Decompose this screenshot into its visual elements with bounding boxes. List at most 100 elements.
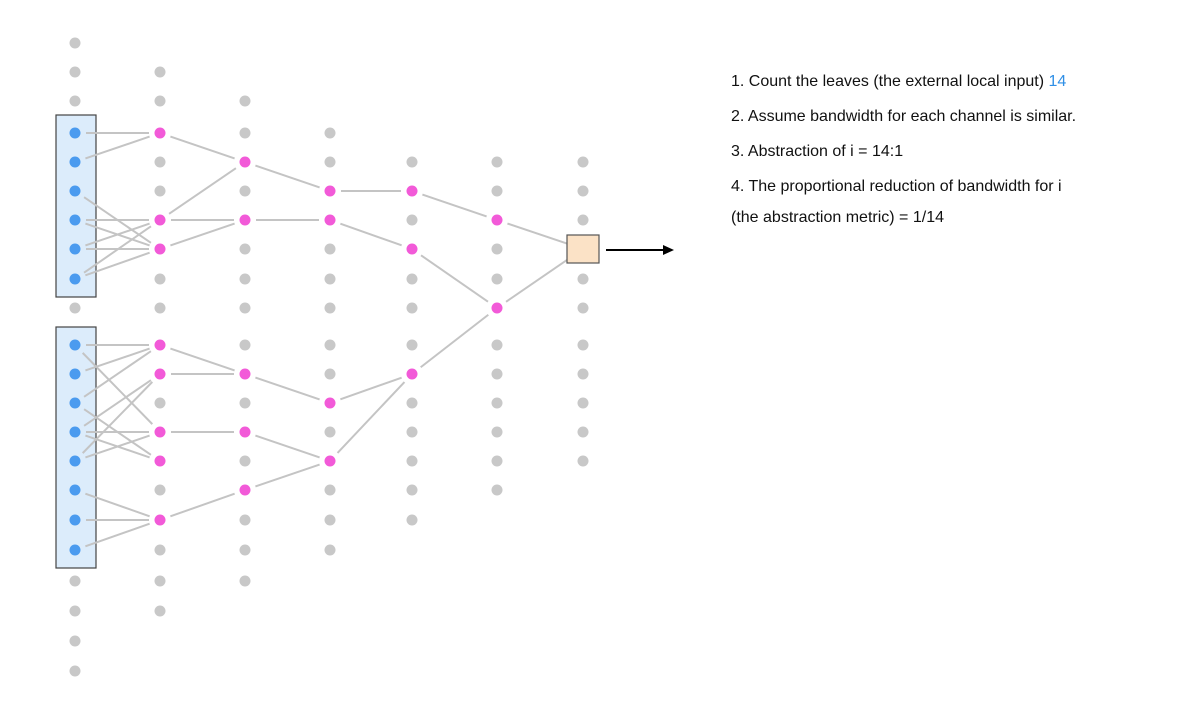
leaf-node	[69, 484, 81, 496]
note-4: 4. The proportional reduction of bandwid…	[731, 178, 1062, 195]
inactive-node	[69, 635, 81, 647]
active-node	[154, 368, 166, 380]
leaf-node	[69, 514, 81, 526]
active-node	[406, 368, 418, 380]
inactive-node	[239, 127, 251, 139]
inactive-node	[69, 66, 81, 78]
leaf-node	[69, 185, 81, 197]
connection-edge	[83, 225, 152, 274]
inactive-node	[324, 368, 336, 380]
note-1-text: 1. Count the leaves (the external local …	[731, 73, 1049, 90]
active-node	[239, 426, 251, 438]
note-5: (the abstraction metric) = 1/14	[731, 209, 944, 226]
active-node	[491, 214, 503, 226]
inactive-node	[154, 484, 166, 496]
active-node	[406, 243, 418, 255]
note-1: 1. Count the leaves (the external local …	[731, 72, 1066, 92]
active-node	[154, 127, 166, 139]
inactive-node	[154, 397, 166, 409]
inactive-node	[324, 484, 336, 496]
output-node-box	[566, 234, 600, 264]
inactive-node	[577, 397, 589, 409]
leaf-node	[69, 127, 81, 139]
active-node	[154, 514, 166, 526]
inactive-node	[324, 426, 336, 438]
connection-edge	[255, 434, 320, 459]
inactive-node	[324, 544, 336, 556]
inactive-node	[406, 514, 418, 526]
inactive-node	[491, 243, 503, 255]
connection-edge	[85, 522, 150, 548]
inactive-node	[406, 339, 418, 351]
inactive-node	[324, 243, 336, 255]
active-node	[154, 455, 166, 467]
inactive-node	[406, 273, 418, 285]
connection-edge	[85, 222, 150, 247]
connection-edge	[340, 376, 402, 401]
leaf-group-top	[55, 114, 97, 298]
inactive-node	[239, 397, 251, 409]
connection-edge	[85, 251, 150, 277]
connection-edge	[170, 135, 235, 160]
inactive-node	[577, 368, 589, 380]
active-node	[239, 156, 251, 168]
leaf-node	[69, 544, 81, 556]
inactive-node	[577, 185, 589, 197]
inactive-node	[324, 273, 336, 285]
inactive-node	[324, 156, 336, 168]
leaf-group-bottom	[55, 326, 97, 569]
inactive-node	[491, 368, 503, 380]
inactive-node	[154, 605, 166, 617]
inactive-node	[69, 605, 81, 617]
inactive-node	[239, 302, 251, 314]
inactive-node	[239, 455, 251, 467]
inactive-node	[577, 339, 589, 351]
inactive-node	[69, 665, 81, 677]
inactive-node	[406, 397, 418, 409]
inactive-node	[491, 185, 503, 197]
leaf-node	[69, 214, 81, 226]
active-node	[239, 368, 251, 380]
connection-edge	[170, 347, 235, 372]
connection-edge	[83, 379, 152, 427]
inactive-node	[324, 514, 336, 526]
inactive-node	[577, 455, 589, 467]
active-node	[154, 339, 166, 351]
abstraction-network-diagram	[55, 37, 674, 677]
active-node	[239, 484, 251, 496]
connection-edge	[255, 164, 320, 189]
connection-edge	[85, 492, 150, 518]
inactive-node	[239, 273, 251, 285]
inactive-node	[577, 214, 589, 226]
inactive-node	[69, 575, 81, 587]
connection-edge	[85, 135, 150, 160]
inactive-node	[406, 214, 418, 226]
inactive-node	[406, 426, 418, 438]
inactive-node	[239, 243, 251, 255]
inactive-node	[154, 185, 166, 197]
inactive-node	[491, 397, 503, 409]
inactive-node	[406, 484, 418, 496]
connection-edge	[81, 352, 154, 425]
inactive-node	[69, 37, 81, 49]
leaf-node	[69, 455, 81, 467]
inactive-node	[324, 127, 336, 139]
connection-edge	[255, 376, 320, 401]
active-node	[324, 214, 336, 226]
connection-edge	[336, 381, 406, 454]
connection-edge	[170, 492, 235, 518]
inactive-node	[154, 66, 166, 78]
inactive-node	[324, 339, 336, 351]
active-node	[324, 455, 336, 467]
inactive-node	[239, 544, 251, 556]
inactive-node	[577, 426, 589, 438]
active-node	[154, 243, 166, 255]
inactive-node	[69, 302, 81, 314]
note-3: 3. Abstraction of i = 14:1	[731, 143, 904, 160]
inactive-node	[239, 339, 251, 351]
active-node	[154, 426, 166, 438]
inactive-node	[69, 95, 81, 107]
inactive-node	[406, 455, 418, 467]
active-node	[324, 185, 336, 197]
inactive-node	[406, 302, 418, 314]
